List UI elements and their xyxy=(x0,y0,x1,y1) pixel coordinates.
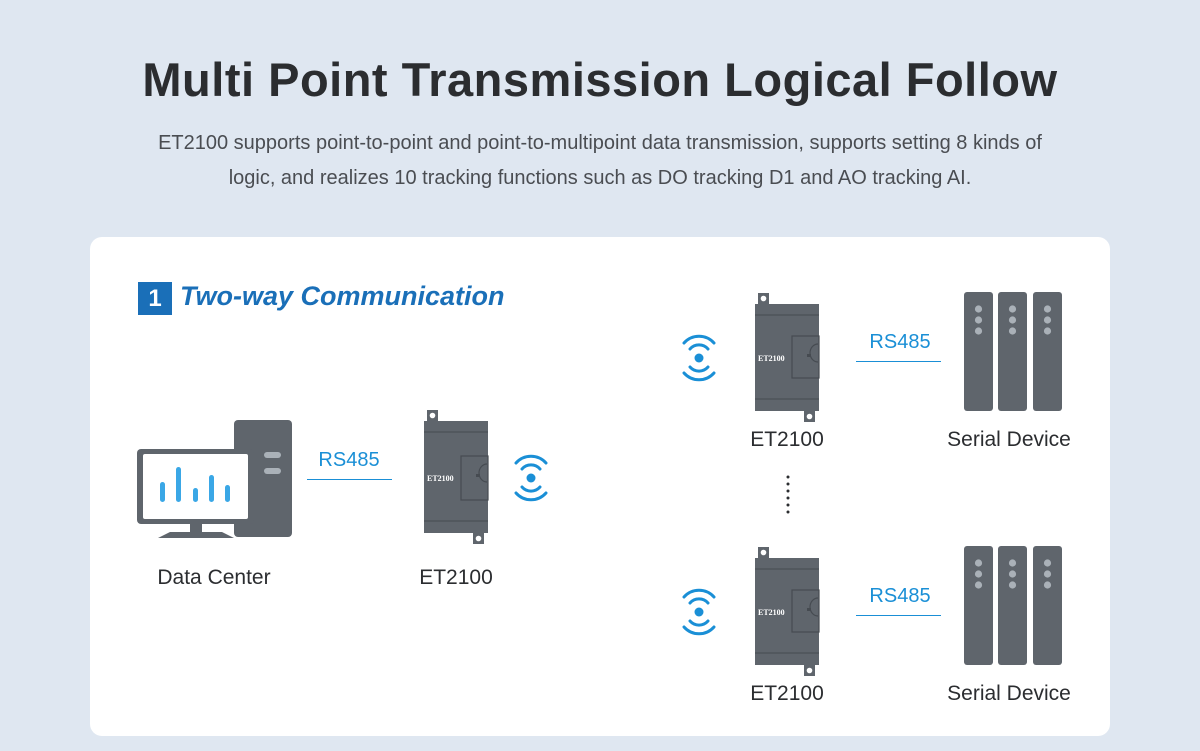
section-number-badge: 1 xyxy=(138,282,172,315)
more-devices-ellipsis xyxy=(786,475,790,514)
left-rs485-label: RS485 xyxy=(318,449,380,471)
et2100-device-icon: ET2100 xyxy=(755,547,820,676)
right-bottom-serial-label: Serial Device xyxy=(947,682,1071,705)
et2100-device-icon: ET2100 xyxy=(755,293,820,422)
page-title: Multi Point Transmission Logical Follow xyxy=(142,53,1058,106)
page-subtitle: ET2100 supports point-to-point and point… xyxy=(158,132,1042,189)
left-rs485-line xyxy=(307,479,392,480)
serial-device-icon xyxy=(964,292,1062,411)
right-top-rs485-label: RS485 xyxy=(869,331,931,353)
wireless-signal-icon xyxy=(682,334,716,382)
right-bottom-rs485-label: RS485 xyxy=(869,585,931,607)
right-top-rs485-line xyxy=(856,361,941,362)
right-bottom-et2100-label: ET2100 xyxy=(750,682,824,705)
wireless-signal-icon xyxy=(514,454,548,502)
data-center-label: Data Center xyxy=(157,566,271,589)
serial-device-icon xyxy=(964,546,1062,665)
right-top-serial-label: Serial Device xyxy=(947,428,1071,451)
device-text: ET2100 xyxy=(758,354,785,363)
et2100-device-icon: ET2100 xyxy=(424,410,489,544)
device-text: ET2100 xyxy=(758,608,785,617)
right-top-et2100-label: ET2100 xyxy=(750,428,824,451)
section-title: Two-way Communication xyxy=(180,281,505,311)
right-bottom-rs485-line xyxy=(856,615,941,616)
left-et2100-label: ET2100 xyxy=(419,566,493,589)
data-center-icon xyxy=(137,420,292,538)
wireless-signal-icon xyxy=(682,588,716,636)
device-text: ET2100 xyxy=(427,474,454,483)
